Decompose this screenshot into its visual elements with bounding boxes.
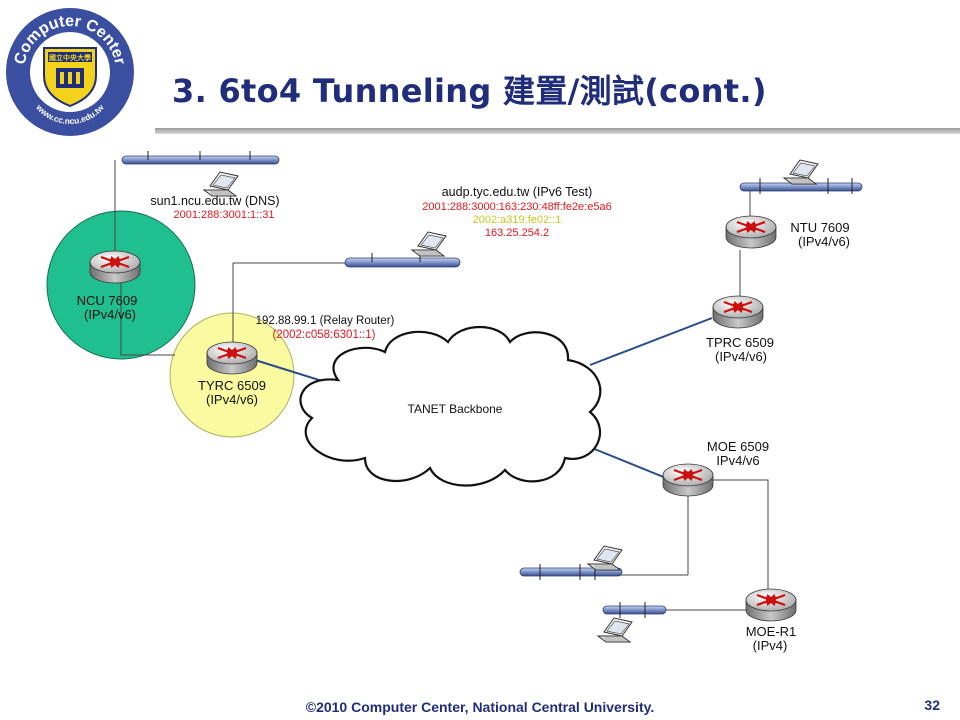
logo-badge-text: 國立中央大學 bbox=[49, 53, 91, 62]
test-server-ipv6: 2001:288:3000:163:230:48ff:fe2e:e5a6 bbox=[422, 201, 611, 213]
tyrc-label: TYRC 6509 bbox=[198, 378, 266, 393]
logo-building-pillar bbox=[60, 72, 64, 84]
ncu-label: NCU 7609 bbox=[77, 293, 138, 308]
footer-copyright: ©2010 Computer Center, National Central … bbox=[305, 699, 655, 715]
link-backbone-tprc bbox=[589, 317, 713, 366]
moer1-router-icon bbox=[744, 587, 798, 623]
slide-title: 3. 6to4 Tunneling 建置/測試(cont.) bbox=[172, 72, 767, 110]
moer1-sublabel: (IPv4) bbox=[753, 638, 788, 653]
test-server-6to4: 2002:a319:fe02::1 bbox=[473, 214, 562, 226]
test-laptop-icon bbox=[411, 231, 447, 257]
relay-router-address: (2002:c058:6301::1) bbox=[273, 329, 376, 341]
link-ncu-tyrc bbox=[120, 265, 175, 356]
tprc-label: TPRC 6509 bbox=[706, 335, 774, 350]
ntu-sublabel: (IPv4/v6) bbox=[798, 234, 850, 249]
relay-router-label: 192.88.99.1 (Relay Router) bbox=[256, 315, 395, 327]
computer-center-logo: Computer Center www.cc.ncu.edu.tw 國立中央大學 bbox=[6, 8, 134, 136]
moe-sublabel: IPv4/v6 bbox=[716, 453, 759, 468]
test-server-ipv4: 163.25.254.2 bbox=[485, 227, 549, 239]
tyrc-sublabel: (IPv4/v6) bbox=[206, 392, 258, 407]
page-number: 32 bbox=[924, 697, 940, 713]
ethernet-segment-moer1 bbox=[602, 602, 667, 618]
ntu-router-icon bbox=[724, 214, 778, 250]
dns-name: sun1.ncu.edu.tw (DNS) bbox=[150, 194, 279, 208]
tprc-sublabel: (IPv4/v6) bbox=[715, 349, 767, 364]
logo-building-pillar bbox=[68, 72, 72, 84]
logo-building-pillar bbox=[76, 72, 80, 84]
link-backbone-moe bbox=[591, 447, 667, 479]
moer1-label: MOE-R1 bbox=[746, 624, 797, 639]
moer1-laptop-icon bbox=[597, 617, 633, 643]
test-server-name: audp.tyc.edu.tw (IPv6 Test) bbox=[442, 185, 593, 199]
ntu-laptop-icon bbox=[783, 159, 819, 185]
tprc-router-icon bbox=[711, 294, 765, 330]
ncu-sublabel: (IPv4/v6) bbox=[84, 307, 136, 322]
ntu-label: NTU 7609 bbox=[790, 220, 849, 235]
ethernet-segment-dns bbox=[121, 151, 280, 165]
title-underline bbox=[155, 128, 960, 134]
backbone-label: TANET Backbone bbox=[408, 402, 503, 416]
moe-router-icon bbox=[661, 462, 715, 498]
tanet-backbone-cloud bbox=[299, 325, 602, 487]
link-moe-moer1 bbox=[712, 479, 769, 598]
dns-address: 2001:288:3001:1::31 bbox=[174, 209, 275, 221]
logo-badge-band bbox=[48, 52, 92, 62]
moe-laptop-icon bbox=[587, 545, 623, 571]
tyrc-router-icon bbox=[205, 340, 259, 376]
dns-laptop-icon bbox=[203, 171, 239, 197]
moe-label: MOE 6509 bbox=[707, 439, 769, 454]
ncu-router-icon bbox=[88, 249, 142, 285]
tyrc-zone bbox=[169, 312, 295, 438]
